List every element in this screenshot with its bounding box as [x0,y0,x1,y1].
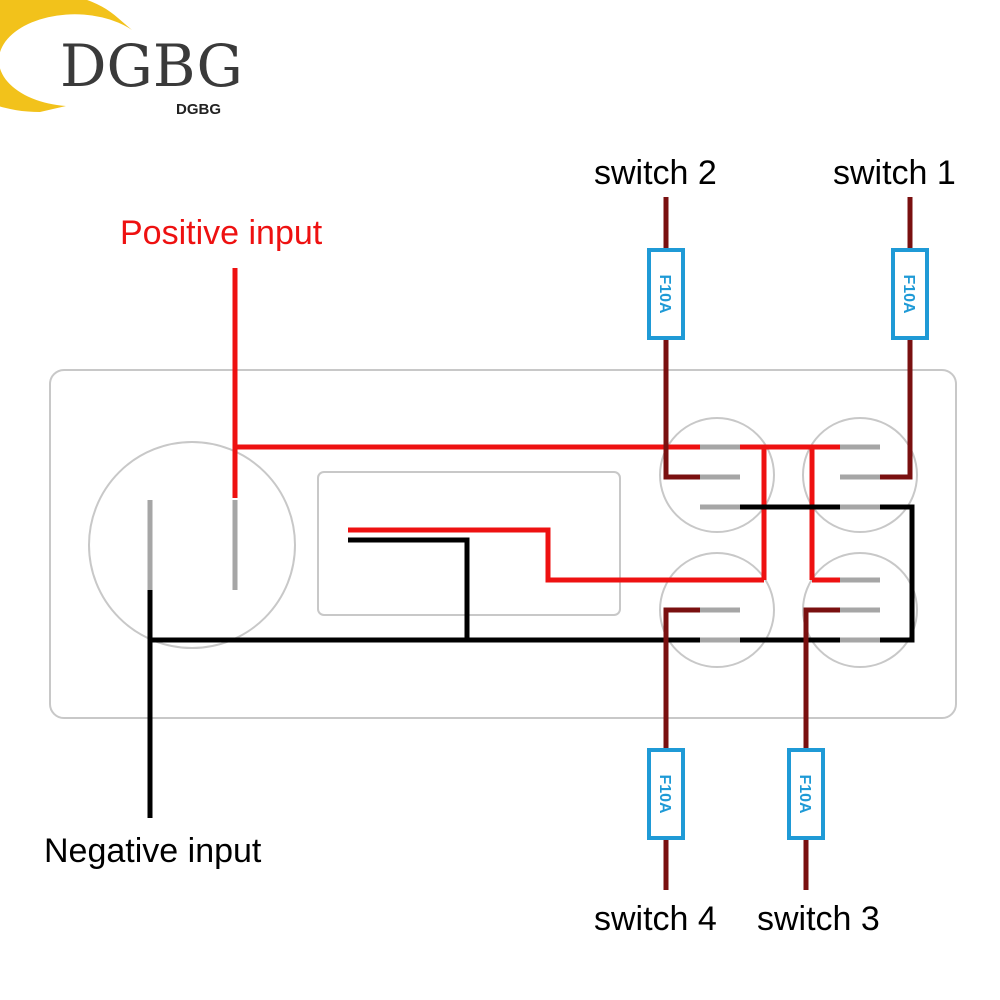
label-switch-2: switch 2 [594,154,717,192]
switch-3-housing [802,552,918,668]
negative-to-meter [348,537,470,640]
fuse-switch-1: F10A [891,248,929,340]
label-negative-input: Negative input [44,832,262,870]
positive-to-meter [348,527,764,583]
fuse-switch-2: F10A [647,248,685,340]
logo-ring [0,0,132,113]
fuse-switch-3-rating: F10A [796,774,813,814]
logo-text: DGBG [60,32,243,100]
terminals [147,444,880,643]
logo-subtext: DGBG [176,101,221,118]
label-switch-3: switch 3 [757,900,880,938]
switch-4-housing [659,552,775,668]
switch-2-housing [659,417,775,533]
brand-logo: DGBG DGBG [0,0,243,118]
negative-return-right [880,504,915,643]
fuse-switch-3: F10A [787,748,825,840]
label-positive-input: Positive input [120,214,323,252]
fuse-switch-2-rating: F10A [656,274,673,314]
label-switch-1: switch 1 [833,154,956,192]
label-switch-4: switch 4 [594,900,717,938]
fuse-switch-1-rating: F10A [900,274,917,314]
power-socket [88,441,296,649]
fuse-switch-4: F10A [647,748,685,840]
fuse-switch-4-rating: F10A [656,774,673,814]
negative-wiring [147,504,915,818]
positive-wiring [232,268,840,583]
switch-panel [49,369,957,719]
switch-1-housing [802,417,918,533]
